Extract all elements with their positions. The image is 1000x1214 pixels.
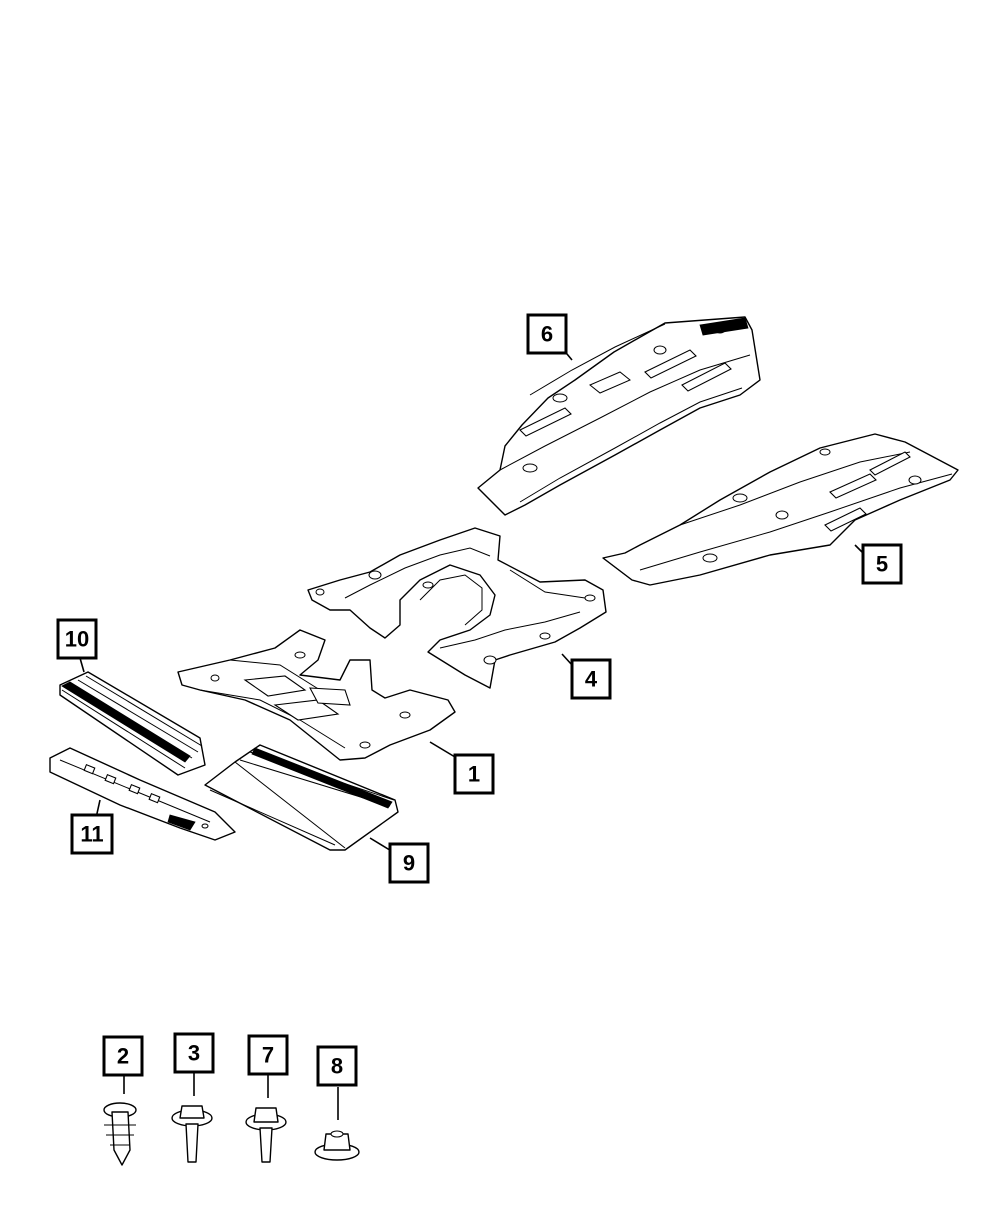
callout-3[interactable]: 3 <box>173 1032 215 1074</box>
callout-5-label: 5 <box>876 552 888 577</box>
callout-7-label: 7 <box>262 1043 274 1068</box>
part-9-channel[interactable] <box>204 744 399 851</box>
fastener-2-push-pin[interactable] <box>103 1102 137 1166</box>
fastener-8-nut[interactable] <box>314 1130 360 1161</box>
callout-2[interactable]: 2 <box>102 1035 144 1077</box>
fastener-7-bolt[interactable] <box>245 1107 287 1163</box>
callout-1-label: 1 <box>468 762 480 787</box>
callout-11-label: 11 <box>80 822 103 847</box>
callout-10-label: 10 <box>65 627 89 652</box>
fastener-3-bolt[interactable] <box>171 1105 213 1163</box>
part-11-bracket[interactable] <box>49 747 236 841</box>
part-10-channel[interactable] <box>59 671 206 776</box>
callout-7[interactable]: 7 <box>247 1034 289 1076</box>
callout-8-label: 8 <box>331 1054 343 1079</box>
callout-8[interactable]: 8 <box>316 1045 358 1087</box>
callout-11[interactable]: 11 <box>70 813 114 855</box>
callout-5[interactable]: 5 <box>861 543 903 585</box>
callout-4[interactable]: 4 <box>570 658 612 700</box>
callout-4-label: 4 <box>585 667 598 692</box>
callout-10[interactable]: 10 <box>56 618 98 660</box>
callout-3-label: 3 <box>188 1041 200 1066</box>
part-6-skid-plate[interactable] <box>477 316 761 516</box>
callout-6[interactable]: 6 <box>526 313 568 355</box>
callout-9[interactable]: 9 <box>388 842 430 884</box>
callout-2-label: 2 <box>117 1044 129 1069</box>
part-4-skid-plate[interactable] <box>307 527 607 689</box>
callout-1[interactable]: 1 <box>453 753 495 795</box>
callout-6-label: 6 <box>541 322 553 347</box>
part-1-skid-plate[interactable] <box>177 629 456 761</box>
callout-9-label: 9 <box>403 851 415 876</box>
part-5-skid-plate[interactable] <box>602 433 959 586</box>
